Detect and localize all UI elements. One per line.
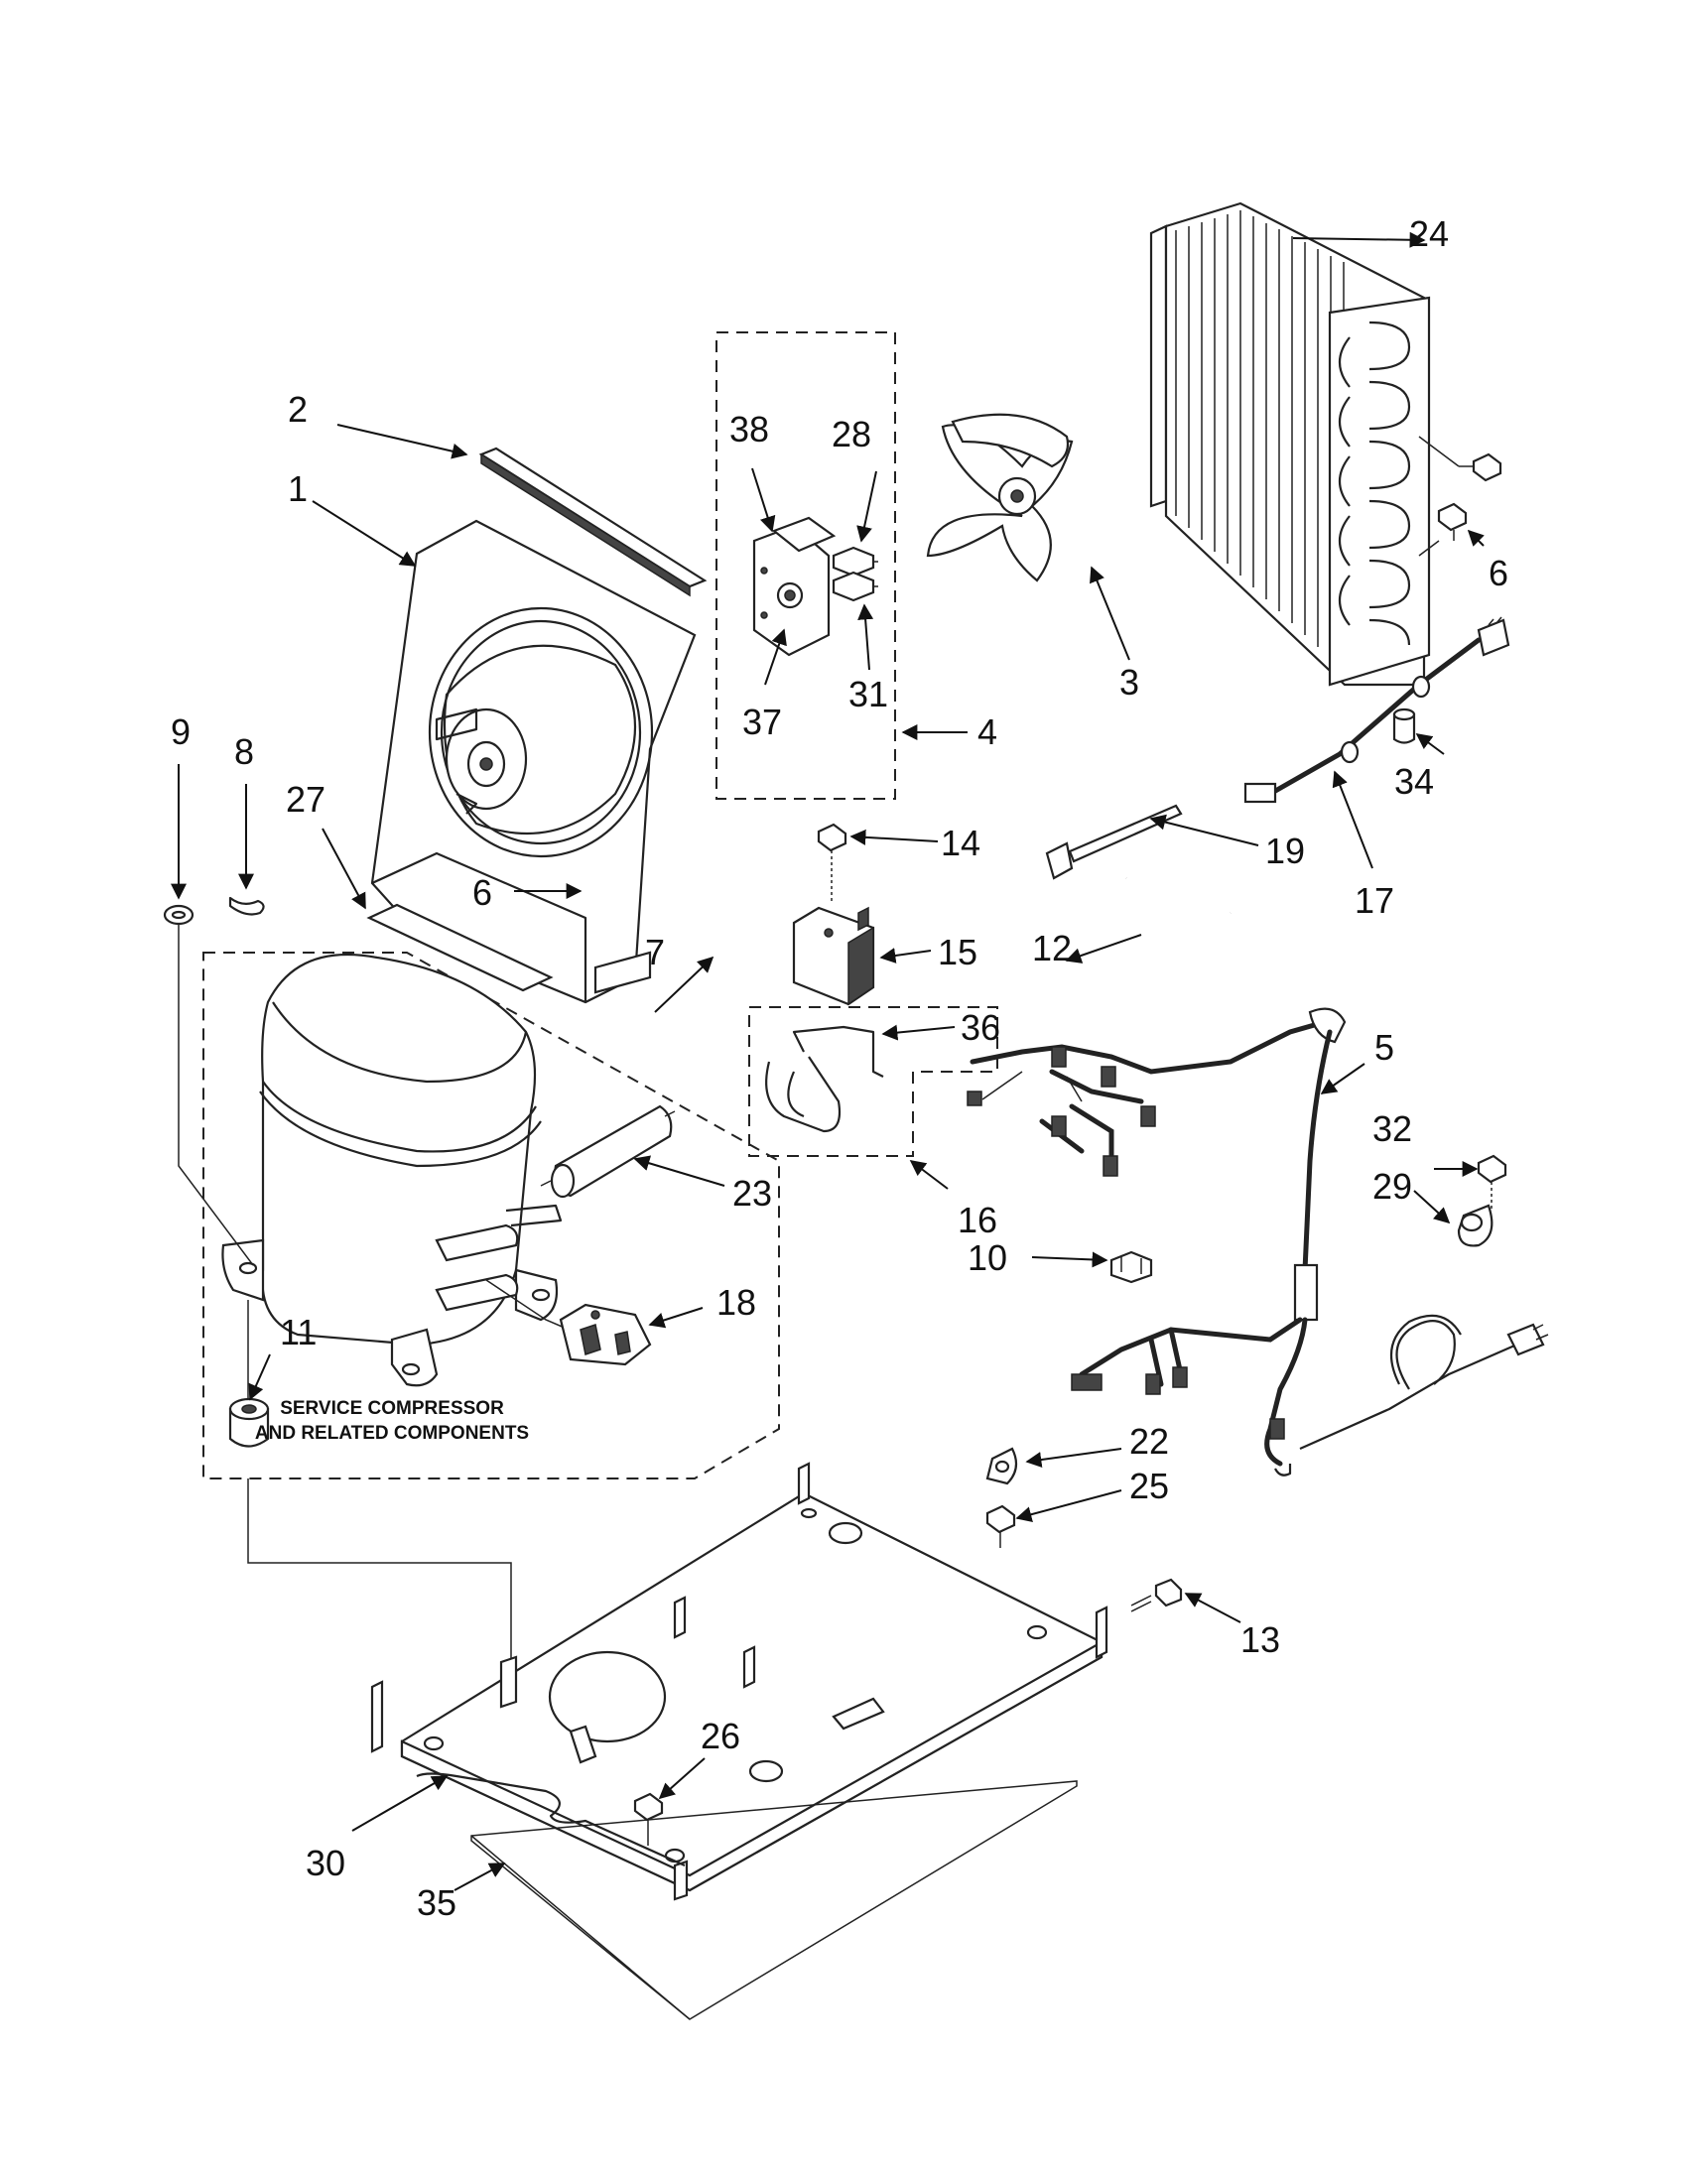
callout-29: 28: [832, 414, 871, 454]
service-note-line1: SERVICE COMPRESSOR: [280, 1398, 504, 1419]
callout-8: 8: [234, 731, 254, 772]
callout-19: 19: [1265, 831, 1305, 871]
callout-15: 15: [938, 932, 977, 972]
compressor: [221, 953, 582, 1387]
callout-35: 35: [417, 1882, 456, 1923]
callout-3: 3: [1119, 662, 1139, 703]
callout-37: 37: [742, 702, 782, 742]
part-19-cable-tie: [1045, 804, 1183, 880]
part-26-screw: [633, 1792, 664, 1846]
callout-5: 5: [1374, 1027, 1394, 1068]
connector-line-base: [247, 1478, 512, 1667]
connector-line-washer: [178, 925, 254, 1266]
callout-13: 13: [1240, 1619, 1280, 1660]
callout-14: 14: [941, 823, 980, 863]
part-10-bracket: [1109, 1250, 1153, 1284]
part-18-start-relay: [559, 1303, 652, 1366]
callout-36: 36: [961, 1007, 1000, 1048]
callout-16: 16: [958, 1200, 997, 1240]
part-7-group-box: [202, 952, 780, 1479]
callout-28: 29: [1372, 1166, 1412, 1207]
part-2-gasket-strip: [478, 447, 708, 597]
callout-25: 25: [1129, 1466, 1169, 1506]
callout-31: 31: [848, 674, 888, 714]
part-29-31-screws: [832, 546, 878, 602]
callout-22: 22: [1129, 1421, 1169, 1462]
callout-26: 26: [701, 1716, 740, 1756]
callout-32: 32: [1372, 1108, 1412, 1149]
part-27-gasket-pad: [366, 903, 554, 992]
part-12-tube: [1124, 874, 1233, 928]
part-16-harness: [967, 1007, 1347, 1177]
callout-6-coil: 6: [1489, 553, 1508, 593]
service-note-line2: AND RELATED COMPONENTS: [255, 1423, 529, 1444]
callout-2: 2: [288, 389, 308, 430]
part-13-bolt: [1130, 1578, 1183, 1612]
part-4-group-box: [715, 331, 896, 800]
callout-10: 10: [968, 1237, 1007, 1278]
part-32-screw: [1477, 1154, 1507, 1211]
part-23-drier: [540, 1104, 676, 1199]
leader-lines: [171, 231, 1485, 1891]
callout-labels: 2 1 9 8 27 6 38 28 31 37 4 3 24 6 34 17 …: [171, 213, 1508, 1923]
part-35-edge: [470, 1835, 691, 2020]
part-15-relay: [792, 906, 875, 1006]
part-24-condenser-coil: [1149, 201, 1431, 687]
callout-17: 17: [1355, 880, 1394, 921]
callout-30: 30: [306, 1843, 345, 1883]
callout-34: 34: [1394, 761, 1434, 802]
part-22-clip: [985, 1447, 1018, 1485]
callout-4: 4: [977, 711, 997, 752]
callout-23: 23: [732, 1173, 772, 1214]
part-25-screw: [985, 1504, 1016, 1548]
part-11-grommet: [228, 1397, 270, 1448]
callout-7: 7: [645, 932, 665, 972]
part-16-group-box: [748, 1006, 998, 1157]
callout-11: 11: [280, 1312, 317, 1352]
part-35-insulation: [470, 1780, 1078, 2020]
part-9-washer: [163, 904, 195, 926]
part-14-screw: [817, 823, 847, 903]
callout-1: 1: [288, 468, 308, 509]
part-36-heater: [765, 1025, 884, 1133]
callout-18: 18: [716, 1282, 756, 1323]
callout-24: 24: [1409, 213, 1449, 254]
callout-38: 38: [729, 409, 769, 450]
part-5-power-harness: [1071, 1029, 1549, 1477]
callout-9: 9: [171, 711, 191, 752]
part-17-harness: [1243, 616, 1510, 804]
part-28-clamp: [1457, 1204, 1493, 1247]
part-8-clip: [228, 896, 265, 916]
callout-27: 27: [286, 779, 325, 820]
part-34-cap: [1392, 707, 1416, 744]
part-6-screws-coil: [1418, 436, 1502, 557]
callout-6-shroud: 6: [472, 872, 492, 913]
part-3-fan-blade: [926, 413, 1074, 582]
part-30-base-pan: [370, 1462, 1108, 1901]
part-1-fan-shroud: [370, 519, 697, 1004]
callout-12: 12: [1032, 928, 1072, 968]
part-37-38-motor: [752, 516, 837, 657]
